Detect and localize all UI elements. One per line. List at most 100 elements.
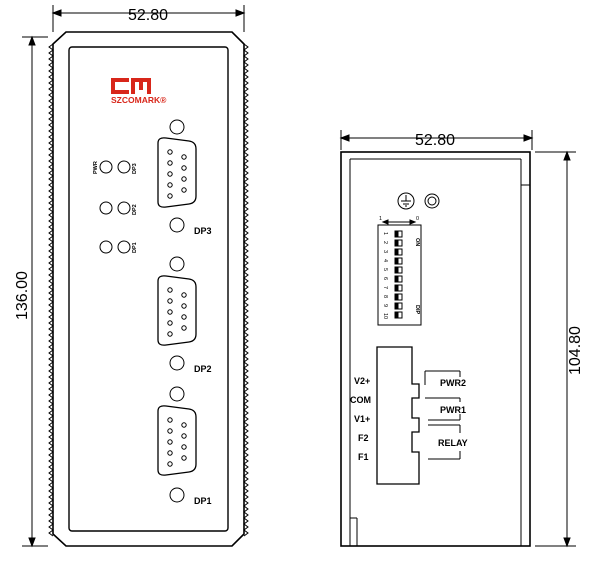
ground-screw-inner <box>427 196 437 206</box>
side-width-arrow-right <box>523 134 534 142</box>
db9-pin <box>181 165 187 171</box>
db9-pin <box>167 439 173 445</box>
dip-switch-knob <box>394 230 399 238</box>
dip-label-on: ON <box>414 238 420 246</box>
ground-symbol-icon <box>397 192 415 210</box>
dp3-screw-top <box>169 119 185 135</box>
dp2-screw-top <box>169 256 185 272</box>
dip-label-1: 1 <box>379 216 382 222</box>
front-height-dim-text: 136.00 <box>14 271 31 320</box>
dip-switch-number: 10 <box>382 313 388 319</box>
dip-switch-knob <box>394 248 399 256</box>
dip-switch-knob <box>394 311 399 319</box>
port-label-dp1: DP1 <box>194 496 212 506</box>
db9-pin <box>167 450 173 456</box>
front-housing-outline <box>52 31 245 547</box>
front-width-arrow-left <box>51 9 62 17</box>
db9-pin <box>181 187 187 193</box>
side-height-dim-text: 104.80 <box>567 326 584 375</box>
led-label-dp2: DP2 <box>132 204 138 215</box>
front-height-arrow-bottom <box>28 537 36 548</box>
dip-switch-number: 1 <box>382 232 388 235</box>
terminal-block <box>376 346 420 485</box>
led-dp2-a <box>99 201 113 215</box>
db9-pin <box>181 292 187 298</box>
dip-switch-number: 2 <box>382 241 388 244</box>
db9-pin <box>167 149 173 155</box>
terminal-label-f2: F2 <box>358 433 369 443</box>
dp2-connector <box>157 275 197 346</box>
ground-screw-outer <box>424 193 440 209</box>
dip-direction-arrow-left <box>381 219 389 225</box>
dp1-connector <box>157 405 197 476</box>
db9-pin <box>181 433 187 439</box>
front-view: SZCOMARK® <box>22 5 249 548</box>
group-label-pwr2: PWR2 <box>440 378 466 388</box>
db9-pin <box>167 287 173 293</box>
db9-pin <box>167 320 173 326</box>
db9-pin <box>181 303 187 309</box>
front-housing-serration-left <box>48 43 54 537</box>
dip-switch-number: 4 <box>382 259 388 262</box>
port-label-dp3: DP3 <box>194 226 212 236</box>
side-housing-outline <box>340 151 531 547</box>
front-panel-inner <box>68 46 229 532</box>
front-width-arrow-right <box>235 9 246 17</box>
dip-label-dip: DIP <box>414 305 420 315</box>
dip-switch-knob <box>394 284 399 292</box>
db9-pin <box>167 428 173 434</box>
db9-pin <box>181 455 187 461</box>
db9-pin <box>167 182 173 188</box>
dip-switch-knob <box>394 275 399 283</box>
side-height-arrow-bottom <box>563 537 571 548</box>
port-label-dp2: DP2 <box>194 364 212 374</box>
db9-pin <box>167 309 173 315</box>
led-label-dp1: DP1 <box>132 242 138 253</box>
group-label-pwr1: PWR1 <box>440 405 466 415</box>
terminal-brackets <box>424 370 461 460</box>
led-dp2-b <box>117 201 131 215</box>
dip-switch-knob <box>394 293 399 301</box>
led-label-pwr: PWR <box>93 161 99 174</box>
db9-pin <box>181 444 187 450</box>
led-label-dp3: DP3 <box>132 163 138 174</box>
brand-logo-text: SZCOMARK® <box>111 95 167 105</box>
dip-switch-number: 8 <box>382 295 388 298</box>
terminal-label-v2: V2+ <box>354 376 370 386</box>
db9-pins <box>167 149 187 467</box>
terminal-label-com: COM <box>350 395 371 405</box>
led-dp1-a <box>99 240 113 254</box>
dp2-screw-bottom <box>169 355 185 371</box>
terminal-label-v1: V1+ <box>354 414 370 424</box>
dip-label-0: 0 <box>416 216 419 222</box>
dip-switch-number: 6 <box>382 277 388 280</box>
db9-pin <box>181 422 187 428</box>
dp1-screw-bottom <box>169 487 185 503</box>
dp1-screw-top <box>169 386 185 402</box>
db9-pin <box>167 193 173 199</box>
db9-pin <box>181 325 187 331</box>
led-pwr <box>99 160 113 174</box>
terminal-label-f1: F1 <box>358 452 369 462</box>
db9-pin <box>167 171 173 177</box>
dip-switch-body <box>377 224 422 326</box>
db9-pin <box>167 160 173 166</box>
dp3-screw-bottom <box>169 217 185 233</box>
side-height-arrow-top <box>563 150 571 161</box>
side-width-arrow-left <box>339 134 350 142</box>
db9-pin <box>167 461 173 467</box>
side-width-dim-text: 52.80 <box>415 132 455 149</box>
dip-switch-knob <box>394 257 399 265</box>
led-dp3 <box>117 160 131 174</box>
dip-switch-knob <box>394 239 399 247</box>
dip-switch-knob <box>394 266 399 274</box>
led-dp1-b <box>117 240 131 254</box>
db9-pin <box>181 154 187 160</box>
dip-direction-arrow-right <box>409 219 417 225</box>
side-view <box>339 130 576 548</box>
db9-pin <box>181 176 187 182</box>
dip-switch-number: 7 <box>382 286 388 289</box>
db9-pin <box>181 314 187 320</box>
db9-pin <box>167 417 173 423</box>
front-housing-serration-right <box>243 43 249 537</box>
